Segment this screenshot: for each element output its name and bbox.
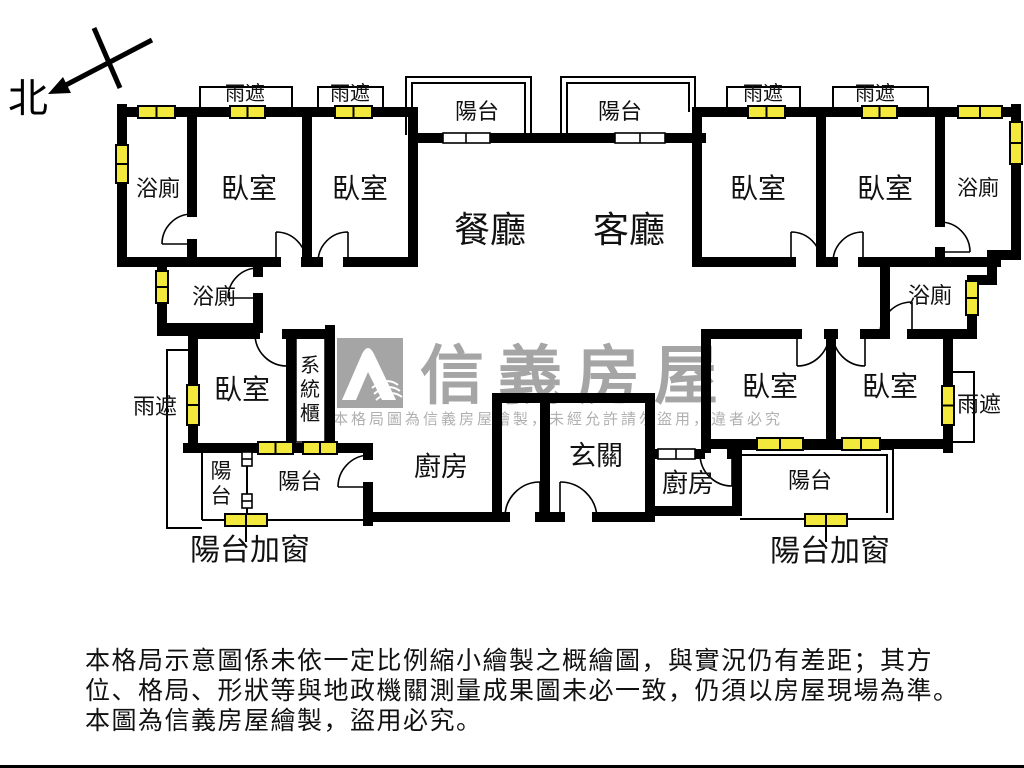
window-icon [804, 513, 848, 527]
room-balcony-bottom-right: 陽台 [788, 468, 832, 493]
room-bath-top-right: 浴廁 [957, 176, 999, 200]
window-icon [115, 144, 129, 184]
watermark-notice: 本格局圖為信義房屋繪製，未經允許請勿盜用，違者必究 [333, 410, 783, 428]
room-bed-mid-right-1: 臥室 [742, 371, 798, 403]
room-dining: 餐廳 [454, 210, 526, 250]
window-icon [756, 437, 804, 451]
room-foyer: 玄關 [569, 441, 623, 471]
window-icon [155, 270, 169, 304]
north-label: 北 [8, 76, 48, 121]
room-bed-top-left-2: 臥室 [332, 173, 388, 205]
room-bed-top-left-1: 臥室 [221, 173, 277, 205]
eave-top-1: 雨遮 [225, 82, 265, 105]
room-bath-top-left: 浴廁 [136, 176, 180, 201]
note-balcony-window-left: 陽台加窗 [190, 534, 310, 567]
room-labels: 浴廁臥室臥室陽台陽台餐廳客廳臥室臥室浴廁雨遮雨遮雨遮雨遮浴廁浴廁臥室系統櫃雨遮雨… [133, 82, 1001, 568]
room-bed-top-right-1: 臥室 [730, 173, 786, 205]
disclaimer-line-1: 本格局示意圖係未依一定比例縮小繪製之概繪圖，與實況仍有差距；其方 [85, 647, 933, 675]
window-icon [957, 105, 1003, 119]
eave-right: 雨遮 [957, 392, 1001, 417]
walls [117, 104, 1021, 526]
windows [115, 105, 1023, 527]
room-bath-mid-right: 浴廁 [908, 283, 952, 308]
window-icon [1009, 121, 1023, 165]
room-living: 客廳 [593, 210, 665, 250]
window-icon [965, 280, 979, 316]
room-bed-top-right-2: 臥室 [857, 173, 913, 205]
room-balcony-top-left: 陽台 [455, 99, 499, 124]
room-balcony-bottom-left: 陽台 [278, 469, 322, 494]
eave-top-4: 雨遮 [855, 82, 895, 105]
window-icon [747, 105, 786, 119]
window-icon [224, 513, 268, 527]
room-kitchen-right: 廚房 [662, 469, 714, 498]
window-icon [257, 441, 294, 455]
room-bath-mid-left: 浴廁 [192, 284, 236, 309]
note-balcony-window-right: 陽台加窗 [770, 535, 890, 568]
window-icon [137, 105, 176, 119]
closet-system-cabinet: 系統櫃 [300, 354, 320, 425]
room-bed-mid-right-2: 臥室 [862, 371, 918, 403]
room-bed-mid-left: 臥室 [214, 374, 270, 406]
window-icon [941, 385, 955, 426]
bottom-border [0, 765, 1024, 768]
window-icon [302, 441, 338, 455]
eave-top-2: 雨遮 [330, 82, 370, 105]
disclaimer-line-2: 位、格局、形狀等與地政機關測量成果圖未必一致，仍須以房屋現場為準。 [85, 677, 960, 705]
eave-left: 雨遮 [133, 394, 177, 419]
window-icon [229, 105, 266, 119]
window-icon [334, 105, 373, 119]
north-arrow: 北 [8, 27, 154, 121]
balcony-and-eave-outlines [166, 76, 975, 542]
window-icon [841, 437, 881, 451]
room-kitchen-left: 廚房 [414, 452, 468, 482]
window-icon [186, 384, 200, 426]
eave-top-3: 雨遮 [743, 82, 783, 105]
window-icon [861, 105, 898, 119]
room-balcony-narrow: 陽台 [211, 459, 232, 508]
disclaimer-line-3: 本圖為信義房屋繪製，盜用必究。 [85, 707, 483, 735]
doors [161, 213, 971, 518]
disclaimer: 本格局示意圖係未依一定比例縮小繪製之概繪圖，與實況仍有差距；其方 位、格局、形狀… [85, 647, 960, 735]
room-balcony-top-right: 陽台 [598, 99, 642, 124]
watermark: 信義房屋 本格局圖為信義房屋繪製，未經允許請勿盜用，違者必究 [333, 338, 783, 428]
slider-windows [241, 132, 696, 509]
